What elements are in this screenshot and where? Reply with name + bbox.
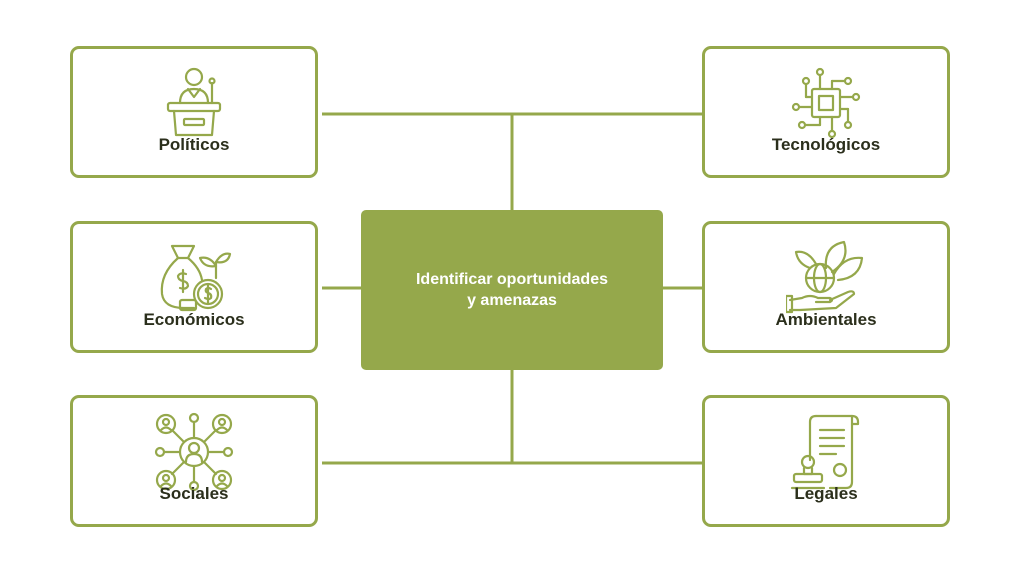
people-network-icon <box>154 412 234 492</box>
factor-label: Legales <box>794 484 858 503</box>
hand-globe-leaves-icon <box>786 238 866 318</box>
factor-label: Políticos <box>158 135 230 154</box>
money-bag-coin-icon <box>154 238 234 318</box>
center-goal-box: Identificar oportunidades y amenazas <box>361 210 663 370</box>
document-stamp-icon <box>786 412 866 492</box>
factor-card-ambientales: Ambientales <box>702 221 950 353</box>
center-goal-text: Identificar oportunidades y amenazas <box>382 269 642 311</box>
factor-label: Tecnológicos <box>771 135 881 154</box>
center-goal-line: y amenazas <box>467 292 557 309</box>
factor-label: Económicos <box>143 310 245 329</box>
center-goal-line: Identificar oportunidades <box>415 271 608 288</box>
circuit-chip-icon <box>786 63 866 143</box>
factor-card-economicos: Económicos <box>70 221 318 353</box>
factor-card-politicos: Políticos <box>70 46 318 178</box>
factor-label: Ambientales <box>775 310 877 329</box>
factor-label: Sociales <box>159 484 229 503</box>
podium-speaker-icon <box>154 63 234 143</box>
factor-card-sociales: Sociales <box>70 395 318 527</box>
factor-card-legales: Legales <box>702 395 950 527</box>
factor-card-tecnologicos: Tecnológicos <box>702 46 950 178</box>
